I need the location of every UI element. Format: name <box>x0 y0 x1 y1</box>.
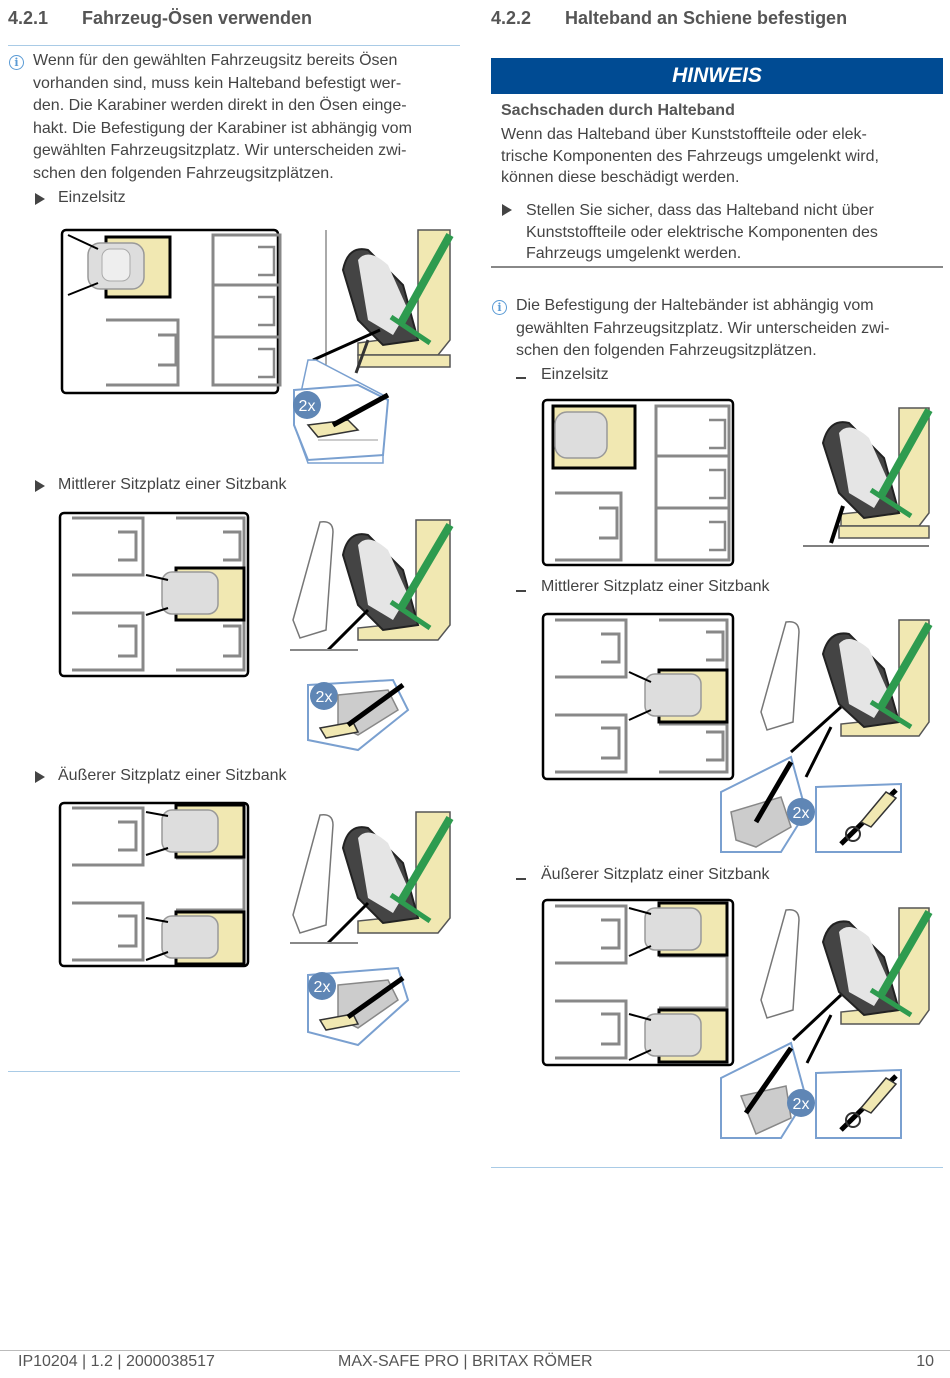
bullet-arrow-icon <box>35 193 45 205</box>
item-label-single-seat: Einzelsitz <box>541 366 609 383</box>
item-label-outer-seat: Äußerer Sitzplatz einer Sitzbank <box>58 767 287 784</box>
section-4-2-1: 4.2.1 Fahrzeug-Ösen verwenden i Wenn für… <box>8 0 460 1072</box>
item-label-outer-seat: Äußerer Sitzplatz einer Sitzbank <box>541 866 770 883</box>
info-icon: i <box>9 55 24 70</box>
notice-title: HINWEIS <box>672 64 762 87</box>
list-dash <box>516 590 526 592</box>
badge-2x: 2x <box>793 805 810 822</box>
info-line: Wenn für den gewählten Fahrzeugsitz bere… <box>33 52 398 69</box>
section-header: 4.2.1 Fahrzeug-Ösen verwenden <box>8 0 460 46</box>
section-4-2-2: 4.2.2 Halteband an Schiene befestigen HI… <box>491 0 943 1168</box>
section-end-rule <box>491 1167 943 1168</box>
figure-single-seat: 2x <box>60 228 454 464</box>
info-line: schen den folgenden Fahrzeugsitzplätzen. <box>33 164 334 182</box>
info-text: Wenn für den gewählten Fahrzeugsitz bere… <box>33 50 458 186</box>
list-dash <box>516 878 526 880</box>
notice-line: trische Komponenten des Fahrzeugs umgele… <box>501 147 879 165</box>
list-dash <box>516 377 526 379</box>
figure-middle-seat-rail: 2x <box>541 612 933 853</box>
section-title: Halteband an Schiene befestigen <box>565 8 848 28</box>
item-label-single-seat: Einzelsitz <box>58 189 126 206</box>
footer-product: MAX-SAFE PRO | BRITAX RÖMER <box>338 1353 593 1370</box>
bullet-arrow-icon <box>35 480 45 492</box>
info-line: hakt. Die Befestigung der Karabiner ist … <box>33 119 412 137</box>
notice-action-line: Stellen Sie sicher, dass das Halteband n… <box>526 202 874 219</box>
info-icon: i <box>492 300 507 315</box>
badge-2x: 2x <box>316 689 333 706</box>
section-number: 4.2.2 <box>491 8 532 28</box>
section-header: 4.2.2 Halteband an Schiene befestigen <box>491 0 943 56</box>
info-line: den. Die Karabiner werden direkt in den … <box>33 97 407 115</box>
badge-2x: 2x <box>314 979 331 996</box>
notice-line: können diese beschädigt werden. <box>501 169 740 186</box>
footer-page-number: 10 <box>916 1353 934 1370</box>
info-line: schen den folgenden Fahrzeugsitzplätzen. <box>516 342 817 360</box>
info-line: gewählten Fahrzeugsitzplatz. Wir untersc… <box>516 319 890 337</box>
notice-body: Wenn das Halteband über Kunststoffteile … <box>501 124 931 189</box>
page-footer: IP10204 | 1.2 | 2000038517 MAX-SAFE PRO … <box>0 1350 950 1378</box>
notice-end-rule <box>491 266 943 268</box>
figure-outer-seat-rail: 2x <box>541 898 933 1139</box>
notice-subtitle: Sachschaden durch Halteband <box>501 102 735 119</box>
figure-middle-seat: 2x <box>58 511 454 752</box>
badge-2x: 2x <box>793 1096 810 1113</box>
notice-banner: HINWEIS <box>491 58 943 94</box>
section-end-rule <box>8 1071 460 1072</box>
item-label-middle-seat: Mittlerer Sitzplatz einer Sitzbank <box>541 578 770 595</box>
figure-outer-seat: 2x <box>58 801 454 1047</box>
notice-action-line: Fahrzeugs umgelenkt werden. <box>526 245 742 262</box>
info-line: gewählten Fahrzeugsitzplatz. Wir untersc… <box>33 142 407 160</box>
bullet-arrow-icon <box>35 771 45 783</box>
notice-action: Stellen Sie sicher, dass das Halteband n… <box>526 200 936 265</box>
item-label-middle-seat: Mittlerer Sitzplatz einer Sitzbank <box>58 476 287 493</box>
section-number: 4.2.1 <box>8 8 49 28</box>
info-line: vorhanden sind, muss kein Halteband befe… <box>33 74 402 92</box>
notice-line: Wenn das Halteband über Kunststoffteile … <box>501 126 867 143</box>
bullet-arrow-icon <box>502 204 512 216</box>
info-line: Die Befestigung der Haltebänder ist abhä… <box>516 297 874 314</box>
info-text: Die Befestigung der Haltebänder ist abhä… <box>516 295 941 363</box>
badge-2x: 2x <box>299 398 316 415</box>
section-title: Fahrzeug-Ösen verwenden <box>82 8 313 28</box>
footer-doc-id: IP10204 | 1.2 | 2000038517 <box>18 1353 215 1370</box>
notice-action-line: Kunststoffteile oder elektrische Kompone… <box>526 223 878 241</box>
figure-single-seat-rail <box>541 398 933 567</box>
